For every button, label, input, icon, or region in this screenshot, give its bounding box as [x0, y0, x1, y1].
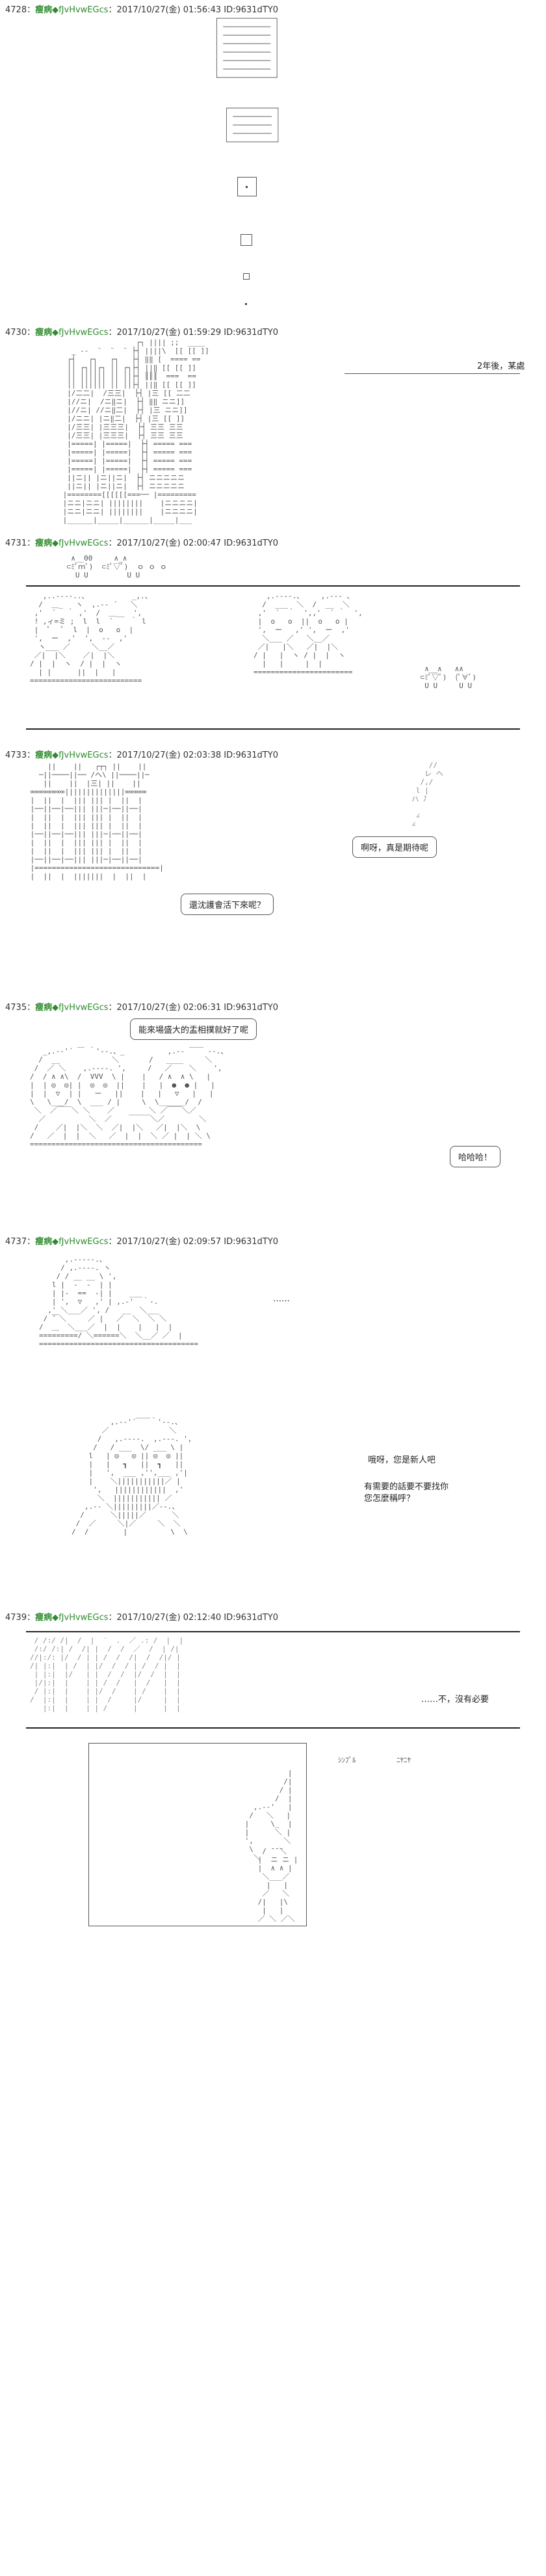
window-medium-aa: ┌───────────┐ │ ───────── │ │ ───────── …: [224, 104, 281, 146]
speech-bubble-survive: 還沈護會活下來呢？: [181, 894, 274, 915]
ellipsis-caption: ……: [273, 1294, 290, 1304]
window-tiny-box: [240, 234, 252, 246]
post-number: 4737：: [5, 1237, 36, 1247]
scene-caption: 2年後，某處: [477, 362, 525, 371]
post-number: 4728：: [5, 5, 36, 15]
poster-name: 瘦病: [35, 750, 53, 760]
speech-bubble-expected: 啊呀，真是期待呢: [352, 836, 437, 858]
post-meta: ：2017/10/27(金) 02:03:38 ID:9631dTY0: [108, 750, 278, 760]
poster-name: 瘦病: [35, 538, 53, 548]
post-meta: ：2017/10/27(金) 01:59:29 ID:9631dTY0: [108, 328, 278, 338]
troubles-text: 有需要的話要不要找你您怎麼稱呼？: [364, 1482, 449, 1504]
post-number: 4739：: [5, 1613, 36, 1623]
poster-trip: ◆fJvHvwEGcs: [52, 1003, 109, 1013]
caption-underline: [344, 373, 520, 374]
post-meta: ：2017/10/27(金) 02:00:47 ID:9631dTY0: [108, 538, 278, 548]
crowd-left-aa: ,..-‐‐-..、 _,.、 / ＿_ ヽ ,.-‐ ´ ＼ ,' ´ ｀ ,…: [30, 592, 152, 685]
new-person-caption: 哦呀，您是新人吧: [368, 1455, 436, 1465]
reclining-figure-aa: ,.-‐‐‐-.、 / ,.-‐‐-. ヽ / / __ __ \ ', l |…: [39, 1255, 199, 1348]
window-small-box: [237, 177, 257, 196]
post-header: 4739：瘦病◆fJvHvwEGcs：2017/10/27(金) 02:12:4…: [5, 1610, 278, 1623]
post-header: 4735：瘦病◆fJvHvwEGcs：2017/10/27(金) 02:06:3…: [5, 1000, 278, 1013]
poster-trip: ◆fJvHvwEGcs: [52, 5, 109, 15]
panel-mid-rule: [26, 1727, 520, 1729]
window-large-aa: ┌─────────────┐ │ ─────────── │ │ ──────…: [214, 14, 280, 82]
poster-name: 瘦病: [35, 1237, 53, 1247]
hand-figure-aa: | /| / | / | ,.-‐' | / ＼ | | \_ | | ＼ | …: [244, 1769, 292, 1862]
post-meta: ：2017/10/27(金) 02:06:31 ID:9631dTY0: [108, 1003, 278, 1013]
post-header: 4733：瘦病◆fJvHvwEGcs：2017/10/27(金) 02:03:3…: [5, 748, 278, 760]
poster-name: 瘦病: [35, 1003, 53, 1013]
poster-trip: ◆fJvHvwEGcs: [52, 538, 109, 548]
poster-name: 瘦病: [35, 5, 53, 15]
big-faces-aa: _,.-‐'´ ￣ ｀'‐-.、_ ,.-‐ ￣￣ ‐-.、 / __ ＼ / …: [30, 1047, 228, 1149]
post-header: 4731：瘦病◆fJvHvwEGcs：2017/10/27(金) 02:00:4…: [5, 536, 278, 548]
post-header: 4737：瘦病◆fJvHvwEGcs：2017/10/27(金) 02:09:5…: [5, 1234, 278, 1247]
troubles-caption: 有需要的話要不要找你您怎麼稱呼？: [364, 1481, 455, 1505]
dot-mark: [246, 186, 248, 188]
post-header: 4728：瘦病◆fJvHvwEGcs：2017/10/27(金) 01:56:4…: [5, 3, 278, 15]
panel-bottom-rule: [26, 728, 520, 730]
panel-top-rule: [26, 585, 520, 587]
speech-bubble-laugh: 哈哈哈！: [450, 1146, 501, 1167]
speech-bubble-gathering: 能來場盛大的盂相撲就好了呢: [130, 1018, 257, 1040]
dot-mark: [245, 303, 247, 305]
post-number: 4733：: [5, 750, 36, 760]
small-characters-aa: ∧__00 ∧_∧ ⊂ﾐﾟｍﾟ) ⊂ﾐﾟ▽ﾟ) ｏ ｏ ｏ U U U U: [66, 554, 167, 579]
post-number: 4730：: [5, 328, 36, 338]
post-header: 4730：瘦病◆fJvHvwEGcs：2017/10/27(金) 01:59:2…: [5, 325, 278, 338]
poster-trip: ◆fJvHvwEGcs: [52, 1613, 109, 1623]
crowd-right-aa: ,.-‐‐-.、 ,.-‐- 、 / ___ ＼ / __ ＼ ,' ´ ｀ '…: [254, 592, 363, 676]
post-meta: ：2017/10/27(金) 02:09:57 ID:9631dTY0: [108, 1237, 278, 1247]
post-number: 4731：: [5, 538, 36, 548]
post-meta: ：2017/10/27(金) 02:12:40 ID:9631dTY0: [108, 1613, 278, 1623]
screen-frame: [88, 1743, 307, 1926]
bearded-man-aa: ,.-‐'´￣￣｀'‐-.、 ／ ＼ / ,.-‐‐-. ,.-‐-. ', /…: [72, 1418, 192, 1536]
poster-trip: ◆fJvHvwEGcs: [52, 750, 109, 760]
poster-trip: ◆fJvHvwEGcs: [52, 1237, 109, 1247]
no-need-caption: ……不，沒有必要: [421, 1695, 489, 1705]
city-skyline-aa: ┌┐ |||| ;; ____ _ -- ¨ ¨ ¨ ├┤ ||||\ [[ […: [62, 338, 209, 524]
post-number: 4735：: [5, 1003, 36, 1013]
post-meta: ：2017/10/27(金) 01:56:43 ID:9631dTY0: [108, 5, 278, 15]
forest-aa: / /:/ /| / | ′ . ／ .: / | | /:/ /:| / /|…: [30, 1636, 184, 1712]
bottom-figure-aa: / ̄ ̄ ̄＼ | ニ ニ | | ∧ ∧ | ＼___／ | | ／ ＼ /…: [257, 1847, 298, 1923]
note-aa: ﾆﾔﾆﾔ: [396, 1756, 411, 1764]
window-mini-box: [243, 273, 250, 280]
small-sign-aa: ｼﾝﾌﾟﾙ: [338, 1756, 356, 1764]
poster-trip: ◆fJvHvwEGcs: [52, 328, 109, 338]
small-seated-aa: ∧__∧ ∧∧ ⊂ﾐﾟ▽ﾟ) (ﾟ∀ﾟ) U U U U: [420, 665, 476, 690]
panel-top-rule: [26, 1631, 520, 1632]
poster-name: 瘦病: [35, 328, 53, 338]
arena-aa: || || ┌┬┐ || || ─||────||── /ヘ\ ||────||…: [30, 762, 164, 881]
poster-name: 瘦病: [35, 1613, 53, 1623]
